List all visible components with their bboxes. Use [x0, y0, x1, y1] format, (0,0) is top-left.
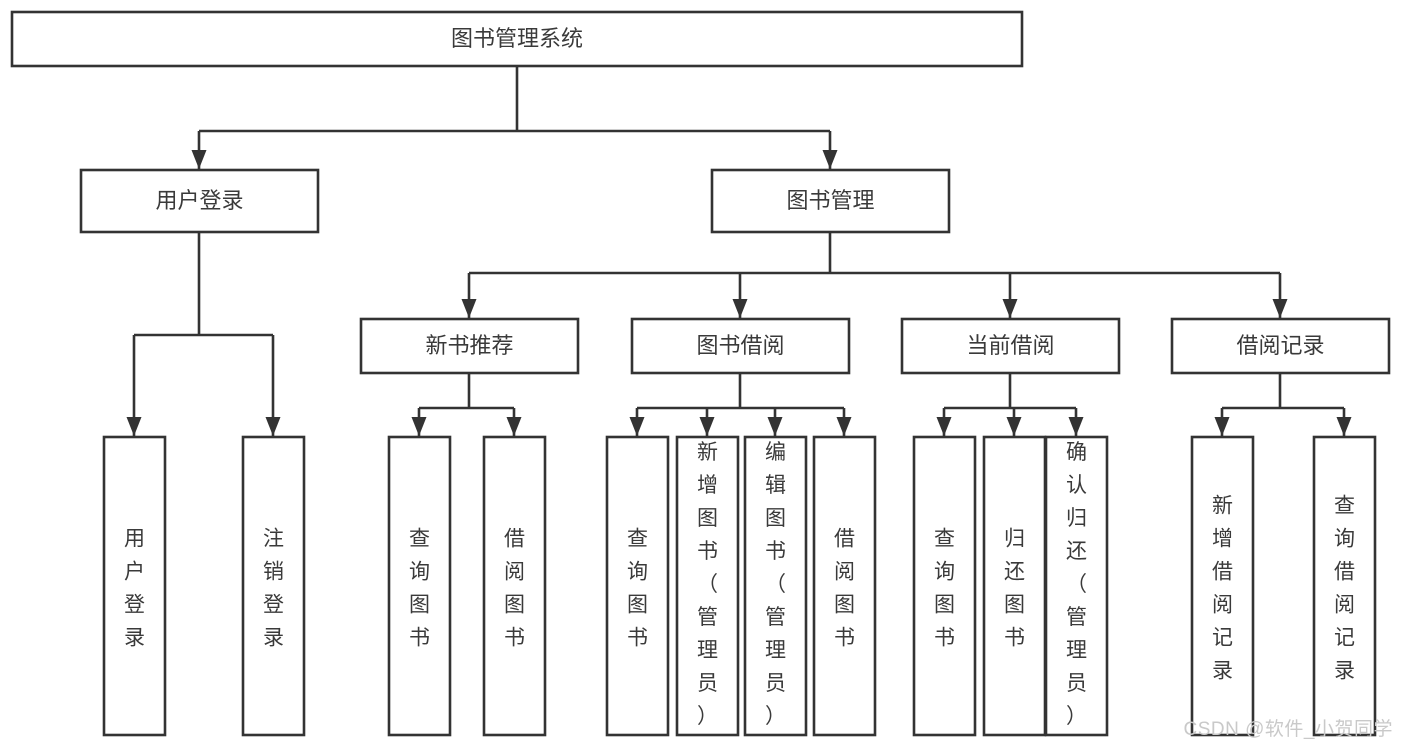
arrow-head-icon	[265, 417, 281, 436]
arrow-head-icon	[1068, 417, 1084, 436]
node-box-current-borrow[interactable]	[900, 317, 1121, 375]
node-label-leaf-add-book: 新增图书（管理员）	[697, 441, 718, 728]
node-box-book-manage[interactable]	[710, 168, 951, 234]
node-box-leaf-user-login[interactable]	[102, 435, 167, 737]
node-label-leaf-return-book: 归还图书	[1004, 528, 1025, 650]
node-box-leaf-logout[interactable]	[241, 435, 306, 737]
node-new-book-recommend[interactable]: 新书推荐	[359, 317, 580, 375]
node-leaf-add-book[interactable]: 新增图书（管理员）	[675, 435, 740, 737]
node-label-leaf-confirm-return: 确认归还（管理员）	[1066, 441, 1087, 728]
arrow-head-icon	[699, 417, 715, 436]
node-box-leaf-add-record[interactable]	[1190, 435, 1255, 737]
boxes-layer: 图书管理系统用户登录图书管理新书推荐图书借阅当前借阅借阅记录用户登录注销登录查询…	[10, 10, 1391, 737]
connector-group-recommend-to-level3	[411, 373, 522, 436]
arrow-head-icon	[1272, 299, 1288, 318]
node-label-leaf-query-record: 查询借阅记录	[1334, 495, 1355, 683]
node-label-leaf-logout: 注销登录	[263, 528, 284, 650]
node-label-leaf-query-book-2: 查询图书	[627, 528, 648, 650]
arrow-head-icon	[767, 417, 783, 436]
arrow-head-icon	[1214, 417, 1230, 436]
arrow-head-icon	[822, 150, 838, 169]
node-leaf-borrow-book-1[interactable]: 借阅图书	[482, 435, 547, 737]
node-box-leaf-query-book-1[interactable]	[387, 435, 452, 737]
node-leaf-query-book-3[interactable]: 查询图书	[912, 435, 977, 737]
arrow-head-icon	[629, 417, 645, 436]
node-label-leaf-borrow-book-1: 借阅图书	[504, 528, 525, 650]
node-leaf-logout[interactable]: 注销登录	[241, 435, 306, 737]
node-leaf-query-book-1[interactable]: 查询图书	[387, 435, 452, 737]
connector-group-userlogin-to-level3	[126, 232, 281, 436]
node-leaf-add-record[interactable]: 新增借阅记录	[1190, 435, 1255, 737]
node-leaf-borrow-book-2[interactable]: 借阅图书	[812, 435, 877, 737]
connector-group-current-to-level3	[936, 373, 1084, 436]
arrow-head-icon	[732, 299, 748, 318]
node-label-leaf-borrow-book-2: 借阅图书	[834, 528, 855, 650]
node-label-borrow-record: 借阅记录	[1236, 333, 1324, 358]
arrow-head-icon	[1002, 299, 1018, 318]
node-box-new-book-recommend[interactable]	[359, 317, 580, 375]
node-root[interactable]: 图书管理系统	[10, 10, 1024, 68]
node-box-leaf-confirm-return[interactable]	[1044, 435, 1109, 737]
node-box-leaf-edit-book[interactable]	[743, 435, 808, 737]
node-label-leaf-user-login: 用户登录	[124, 528, 145, 650]
node-leaf-query-book-2[interactable]: 查询图书	[605, 435, 670, 737]
node-box-root[interactable]	[10, 10, 1024, 68]
node-label-root: 图书管理系统	[451, 26, 583, 51]
connector-group-root-to-level1	[191, 66, 838, 169]
node-box-leaf-query-book-2[interactable]	[605, 435, 670, 737]
node-current-borrow[interactable]: 当前借阅	[900, 317, 1121, 375]
connector-group-record-to-level3	[1214, 373, 1352, 436]
node-borrow-record[interactable]: 借阅记录	[1170, 317, 1391, 375]
node-label-leaf-query-book-3: 查询图书	[934, 528, 955, 650]
node-box-leaf-return-book[interactable]	[982, 435, 1047, 737]
node-label-leaf-query-book-1: 查询图书	[409, 528, 430, 650]
arrow-head-icon	[1006, 417, 1022, 436]
arrow-head-icon	[126, 417, 142, 436]
arrow-head-icon	[461, 299, 477, 318]
node-box-leaf-query-record[interactable]	[1312, 435, 1377, 737]
node-book-manage[interactable]: 图书管理	[710, 168, 951, 234]
node-leaf-query-record[interactable]: 查询借阅记录	[1312, 435, 1377, 737]
node-box-book-borrow[interactable]	[630, 317, 851, 375]
node-label-book-manage: 图书管理	[786, 188, 874, 213]
arrow-head-icon	[836, 417, 852, 436]
node-label-book-borrow: 图书借阅	[696, 333, 784, 358]
arrow-head-icon	[936, 417, 952, 436]
node-leaf-return-book[interactable]: 归还图书	[982, 435, 1047, 737]
node-user-login[interactable]: 用户登录	[79, 168, 320, 234]
node-box-leaf-borrow-book-1[interactable]	[482, 435, 547, 737]
node-label-user-login: 用户登录	[155, 188, 243, 213]
node-leaf-edit-book[interactable]: 编辑图书（管理员）	[743, 435, 808, 737]
node-leaf-user-login[interactable]: 用户登录	[102, 435, 167, 737]
node-label-new-book-recommend: 新书推荐	[425, 333, 513, 358]
node-box-borrow-record[interactable]	[1170, 317, 1391, 375]
node-leaf-confirm-return[interactable]: 确认归还（管理员）	[1044, 435, 1109, 737]
node-label-current-borrow: 当前借阅	[966, 333, 1054, 358]
node-book-borrow[interactable]: 图书借阅	[630, 317, 851, 375]
arrow-head-icon	[506, 417, 522, 436]
arrow-head-icon	[411, 417, 427, 436]
node-box-leaf-query-book-3[interactable]	[912, 435, 977, 737]
node-box-user-login[interactable]	[79, 168, 320, 234]
connector-group-bookmanage-to-level2	[461, 232, 1288, 318]
node-box-leaf-borrow-book-2[interactable]	[812, 435, 877, 737]
connectors-layer	[126, 66, 1352, 436]
arrow-head-icon	[191, 150, 207, 169]
connector-group-borrow-to-level3	[629, 373, 852, 436]
arrow-head-icon	[1336, 417, 1352, 436]
node-box-leaf-add-book[interactable]	[675, 435, 740, 737]
node-label-leaf-add-record: 新增借阅记录	[1212, 495, 1233, 683]
node-label-leaf-edit-book: 编辑图书（管理员）	[765, 441, 786, 728]
